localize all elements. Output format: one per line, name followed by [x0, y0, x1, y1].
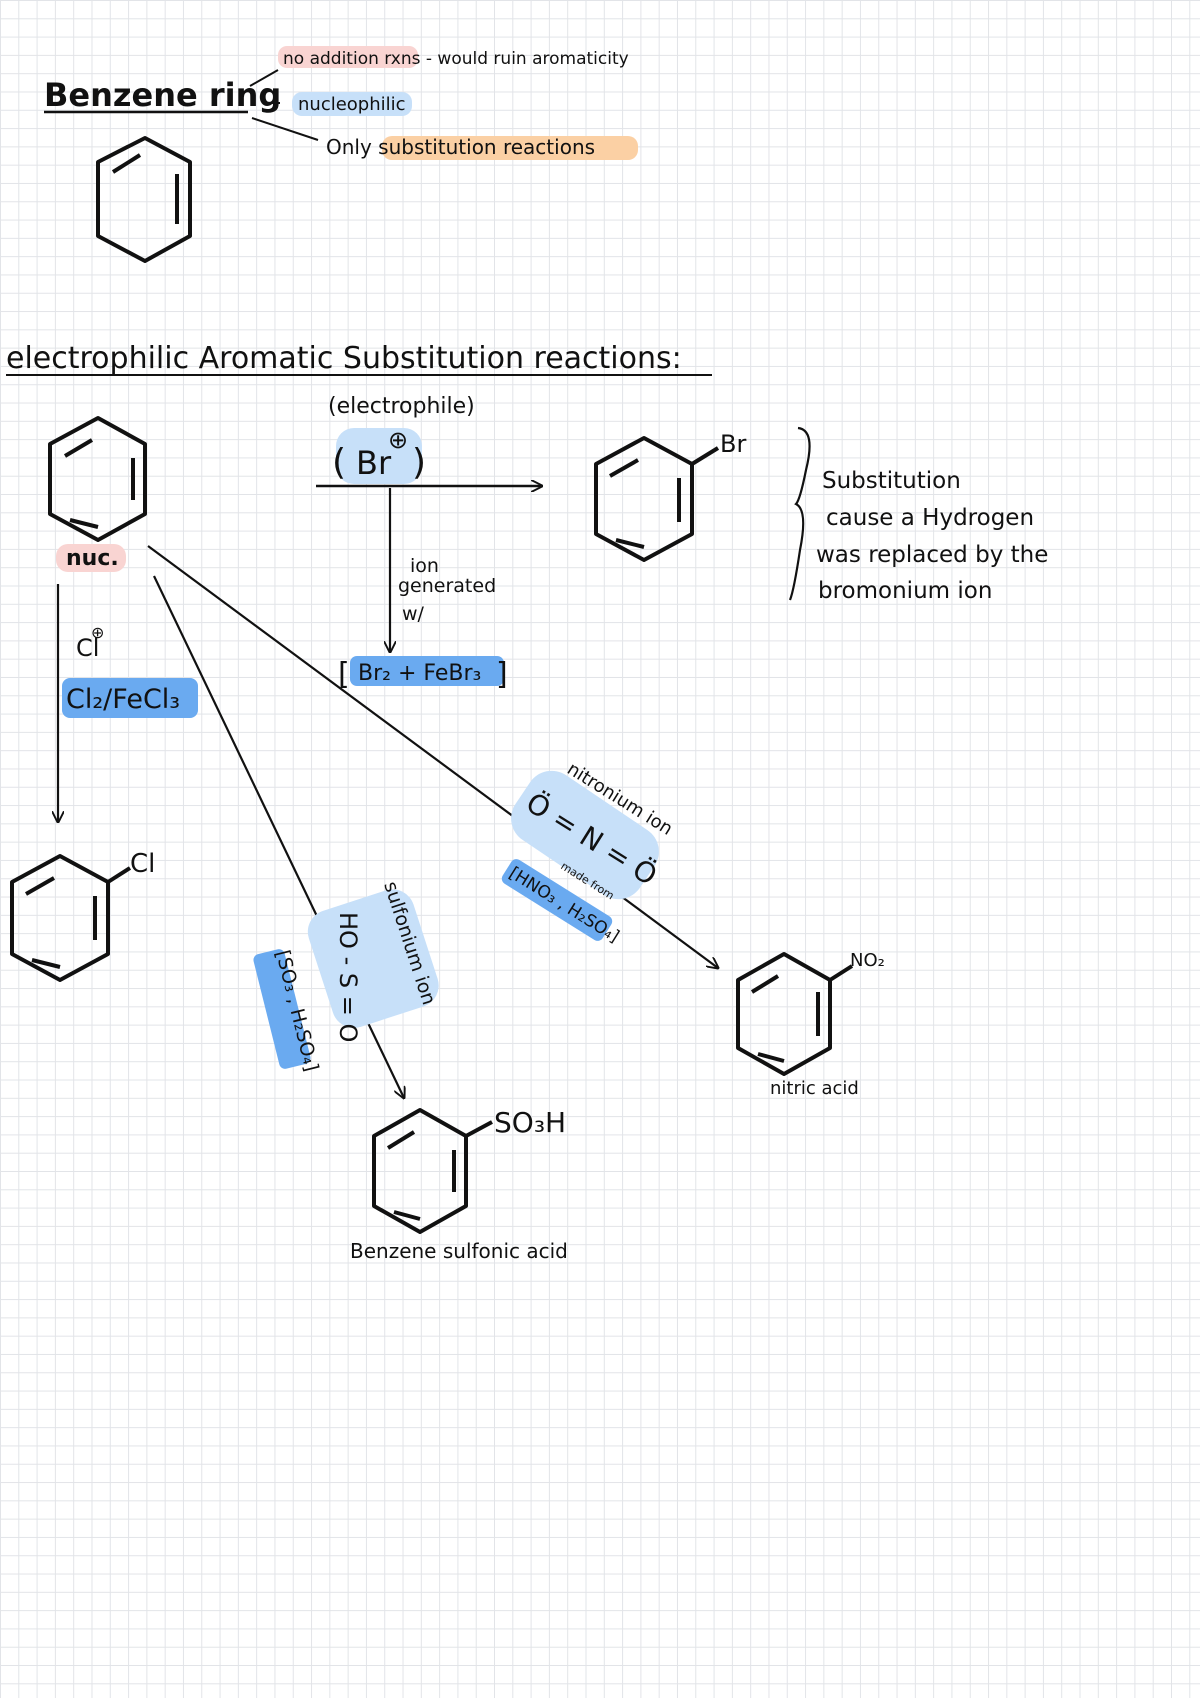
benzene-ring-top [96, 136, 192, 263]
reagents-br: Br₂ + FeBr₃ [358, 661, 481, 686]
nitration-arrow [147, 545, 718, 968]
sulfonic-product-name: Benzene sulfonic acid [350, 1239, 568, 1263]
chlorine-ion-charge: ⊕ [91, 623, 104, 642]
electrophile-bracket-open: ( [332, 442, 346, 483]
chlorobenzene-substituent: Cl [130, 849, 155, 879]
highlight-pink [278, 46, 418, 68]
highlight-reagents-cl [62, 678, 198, 718]
electrophile-charge: ⊕ [388, 426, 408, 454]
reagents-br-bracket-close: ] [496, 657, 508, 692]
page-title: Benzene ring [44, 76, 281, 114]
highlight-nuc [56, 544, 126, 572]
benzene-nitrobenzene [736, 952, 854, 1076]
sulfonium-structure: HO - S = O [334, 912, 362, 1042]
nucleophile-label: nuc. [66, 546, 119, 571]
reagents-cl: Cl₂/FeCl₃ [66, 684, 180, 715]
electrophile-label: (electrophile) [328, 394, 475, 419]
sulfonic-substituent: SO₃H [494, 1106, 566, 1139]
note-line-4: bromonium ion [818, 578, 992, 604]
note-line-2: cause a Hydrogen [826, 505, 1034, 531]
highlight-reagents-hno3 [501, 859, 613, 941]
ion-note-3: w/ [402, 603, 425, 625]
electrophile-bromine: Br [356, 444, 392, 482]
reagents-br-bracket-open: [ [338, 657, 350, 692]
curly-brace [788, 426, 811, 601]
highlight-reagents-br [350, 656, 504, 686]
electrophile-bracket-close: ) [412, 442, 426, 483]
property-nucleophilic: nucleophilic [298, 94, 406, 115]
note-line-1: Substitution [822, 468, 961, 494]
property-substitution: Only substitution reactions [326, 135, 595, 159]
branch-line-3 [251, 117, 319, 141]
note-line-3: was replaced by the [816, 542, 1048, 568]
section-title: electrophilic Aromatic Substitution reac… [6, 341, 682, 376]
benzene-bromobenzene [594, 436, 720, 562]
property-no-addition: no addition rxns - would ruin aromaticit… [283, 49, 629, 69]
nitro-product-name: nitric acid [770, 1078, 859, 1099]
highlight-sulfonium [307, 889, 439, 1028]
benzene-nucleophile [48, 416, 147, 542]
benzene-chlorobenzene [10, 854, 132, 982]
ion-note-1: ion [410, 555, 439, 577]
bromobenzene-substituent: Br [720, 430, 746, 458]
highlight-electrophile [336, 428, 422, 484]
highlight-nitronium [511, 770, 659, 900]
chlorine-ion: Cl [76, 634, 99, 662]
highlight-orange [382, 136, 638, 160]
highlight-reagents-so3 [253, 949, 311, 1069]
benzene-sulfonic-acid [372, 1108, 493, 1234]
nitro-substituent: NO₂ [850, 950, 885, 971]
branch-line-1 [249, 69, 279, 87]
highlight-light-blue [292, 92, 412, 116]
ion-note-2: generated [398, 575, 496, 597]
